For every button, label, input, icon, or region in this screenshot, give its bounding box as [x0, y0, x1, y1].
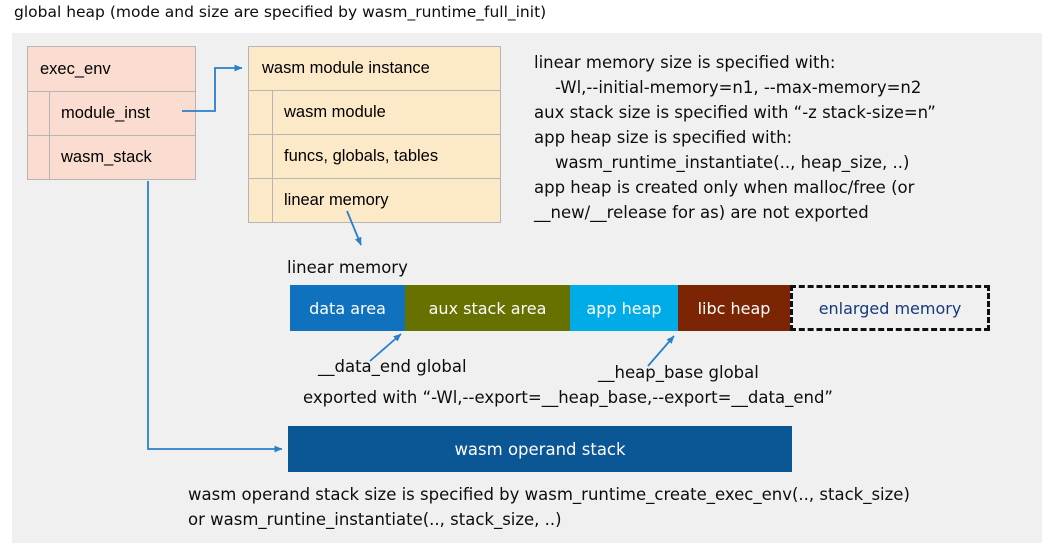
memory-segment-label: libc heap — [697, 298, 771, 318]
memory-segment-enlarged-memory: enlarged memory — [790, 285, 990, 331]
row-gutter — [249, 135, 273, 178]
exec-env-field-module-inst: module_inst — [27, 91, 196, 136]
wasm-operand-stack-label: wasm operand stack — [454, 439, 626, 459]
module-instance-field-wasm-module: wasm module — [248, 90, 501, 135]
wasm-module-instance-struct: wasm module instance wasm module funcs, … — [248, 46, 501, 223]
annotation-data-end: __data_end global — [318, 357, 467, 376]
row-gutter — [249, 91, 273, 134]
linear-memory-bar: data area aux stack area app heap libc heap… — [290, 285, 990, 331]
memory-segment-aux-stack-area: aux stack area — [405, 285, 570, 331]
memory-segment-libc-heap: libc heap — [678, 285, 790, 331]
memory-segment-app-heap: app heap — [570, 285, 678, 331]
module-instance-field-label: funcs, globals, tables — [284, 147, 439, 165]
memory-segment-data-area: data area — [290, 285, 405, 331]
annotation-heap-base: __heap_base global — [598, 363, 759, 382]
module-instance-field-linear-memory: linear memory — [248, 178, 501, 223]
exec-env-field-wasm-stack: wasm_stack — [27, 135, 196, 180]
memory-segment-label: aux stack area — [428, 298, 547, 318]
page-title: global heap (mode and size are specified… — [14, 3, 547, 21]
exec-env-title: exec_env — [40, 59, 111, 78]
module-instance-field-label: wasm module — [284, 103, 386, 121]
module-instance-field-label: linear memory — [284, 191, 389, 209]
row-gutter — [28, 92, 50, 135]
module-instance-title: wasm module instance — [262, 59, 430, 77]
linear-memory-note: linear memory size is specified with: -W… — [534, 53, 936, 222]
exec-env-struct: exec_env module_inst wasm_stack — [27, 46, 196, 180]
memory-segment-label: data area — [309, 298, 386, 318]
memory-segment-label: app heap — [586, 298, 662, 318]
annotation-exported-with: exported with “-Wl,--export=__heap_base,… — [303, 388, 833, 407]
module-instance-field-funcs-globals-tables: funcs, globals, tables — [248, 134, 501, 179]
exec-env-field-label: wasm_stack — [61, 148, 152, 166]
row-gutter — [28, 136, 50, 179]
row-gutter — [249, 179, 273, 222]
wasm-operand-stack-box: wasm operand stack — [288, 426, 792, 472]
linear-memory-bar-label: linear memory — [287, 258, 408, 277]
module-instance-header-row: wasm module instance — [248, 46, 501, 91]
operand-stack-note: wasm operand stack size is specified by … — [188, 485, 910, 529]
exec-env-field-label: module_inst — [61, 104, 150, 122]
memory-segment-label: enlarged memory — [818, 298, 962, 318]
exec-env-header-row: exec_env — [27, 46, 196, 92]
